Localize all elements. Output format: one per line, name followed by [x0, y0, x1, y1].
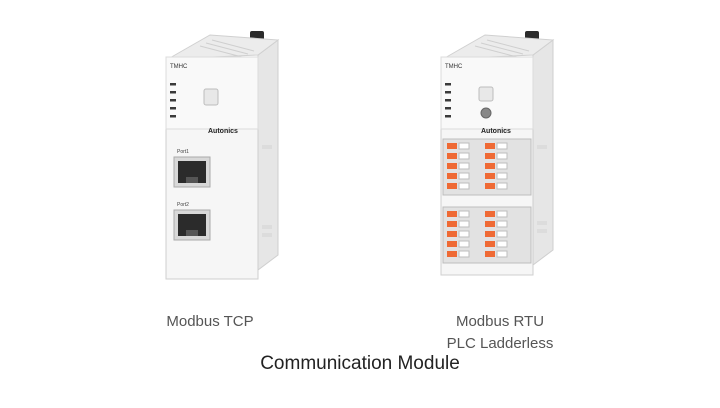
caption-line: PLC Ladderless — [446, 335, 554, 352]
ethernet-port-icon — [173, 156, 211, 188]
terminal-block-icon — [442, 206, 532, 264]
port2-label: Port2 — [177, 202, 189, 208]
caption-line: Modbus TCP — [166, 313, 254, 330]
caption-line: Modbus RTU — [455, 313, 545, 330]
ethernet-port-icon — [173, 209, 211, 241]
model-label: TMHC — [445, 64, 463, 70]
caption-modbus-tcp: Modbus TCP — [140, 311, 280, 333]
model-label: TMHC — [170, 64, 188, 70]
caption-modbus-rtu: Modbus RTU PLC Ladderless — [425, 311, 575, 355]
port1-label: Port1 — [177, 149, 189, 155]
modbus-tcp-module-image: TMHC Autonics Port1 Port2 — [165, 31, 280, 280]
brand-logo: Autonics — [208, 128, 238, 135]
terminal-block-icon — [442, 138, 532, 196]
page-title: Communication Module — [260, 353, 460, 374]
modbus-rtu-module-image: TMHC Autonics — [440, 31, 555, 276]
brand-logo: Autonics — [481, 128, 511, 135]
